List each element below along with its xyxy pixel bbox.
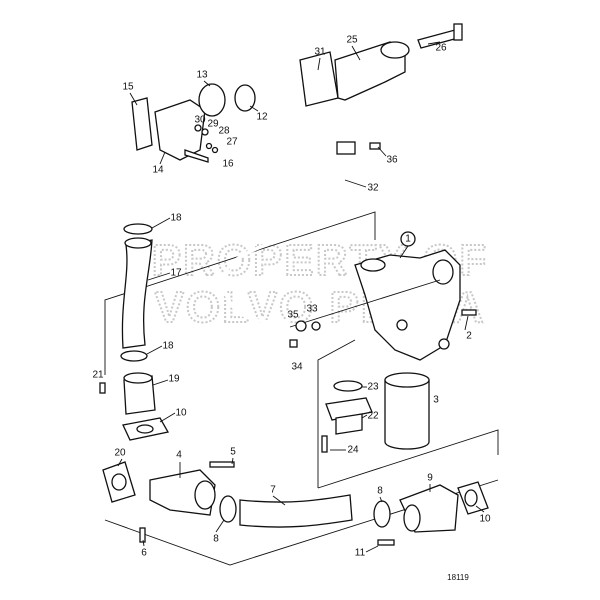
callout-19: 19 [168,374,180,385]
callout-13: 13 [196,70,208,81]
callout-10-left: 10 [175,408,187,419]
callout-17: 17 [170,268,182,279]
callout-26: 26 [435,43,447,54]
callout-7: 7 [270,485,276,496]
part-filter-assembly [321,372,430,453]
callout-36: 36 [386,155,398,166]
part-hose-assembly [99,223,170,441]
callout-25: 25 [346,35,358,46]
callout-28: 28 [218,126,230,137]
callout-33: 33 [306,304,318,315]
callout-27: 27 [226,137,238,148]
callout-15: 15 [122,82,134,93]
part-lower-pipe-assembly [102,461,489,546]
callout-34: 34 [291,362,303,373]
leader-lines [117,41,485,553]
callout-16: 16 [222,159,234,170]
callout-22: 22 [367,411,379,422]
callout-12: 12 [256,112,268,123]
callout-3: 3 [433,395,439,406]
part-pipe [222,141,381,324]
drawing-number: 18119 [447,573,469,582]
callout-30: 30 [194,115,206,126]
callout-24: 24 [347,445,359,456]
callout-18-lower: 18 [162,341,174,352]
callout-2: 2 [466,331,472,342]
part-outlet-housing [299,23,463,107]
callout-5: 5 [230,447,236,458]
callout-21: 21 [92,370,104,381]
callout-35: 35 [287,310,299,321]
callout-29: 29 [207,119,219,130]
callout-14: 14 [152,165,164,176]
callout-23: 23 [367,382,379,393]
part-thermostat-housing [131,83,256,163]
callout-20: 20 [114,448,126,459]
callout-11: 11 [355,548,366,559]
callout-1: 1 [405,234,411,245]
callout-labels: 31 25 26 15 13 12 30 29 28 27 16 14 36 3… [92,35,491,582]
callout-18-upper: 18 [170,213,182,224]
callout-32: 32 [367,183,379,194]
callout-1-circle [400,231,416,247]
callout-10-right: 10 [479,514,491,525]
callout-9: 9 [427,473,433,484]
callout-8-right: 8 [377,486,383,497]
callout-8-left: 8 [213,534,219,545]
part-pump-body [289,249,477,361]
callout-31: 31 [314,47,326,58]
callout-6: 6 [141,548,147,559]
callout-4: 4 [176,450,182,461]
